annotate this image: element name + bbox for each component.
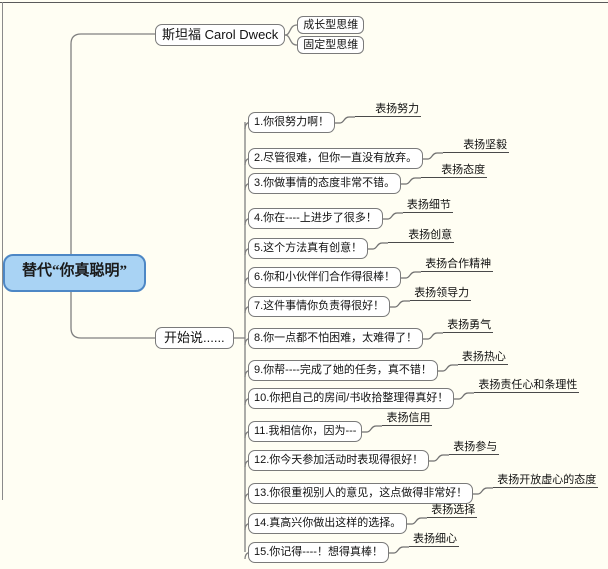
topic-item-7[interactable]: 7.这件事情你负责得很好！ (248, 296, 391, 317)
praise-tag-2[interactable]: 表扬坚毅 (443, 138, 510, 153)
tag-connector-line (362, 425, 383, 433)
tag-connector-line (454, 392, 475, 400)
topic-carol-dweck[interactable]: 斯坦福 Carol Dweck (155, 24, 286, 46)
topic-item-1[interactable]: 1.你很努力啊！ (248, 112, 336, 133)
topic-item-13[interactable]: 13.你很重视别人的意见，这点做得非常好！ (248, 483, 474, 504)
praise-tag-7[interactable]: 表扬领导力 (410, 286, 472, 301)
item-row: 4.你在----上进步了很多！ 表扬细节 (248, 199, 453, 229)
item-row: 13.你很重视别人的意见，这点做得非常好！ 表扬开放虚心的态度 (248, 474, 599, 504)
frame-left-border (2, 2, 3, 500)
tag-connector-line (382, 212, 403, 220)
tag-connector-line (390, 300, 411, 308)
tag-connector-line (388, 546, 409, 554)
item-row: 10.你把自己的房间/书收拾整理得真好！ 表扬责任心和条理性 (248, 379, 580, 409)
praise-tag-13[interactable]: 表扬开放虚心的态度 (493, 473, 599, 488)
item-row: 7.这件事情你负责得很好！ 表扬领导力 (248, 287, 472, 317)
item-row: 3.你做事情的态度非常不错。 表扬态度 (248, 164, 488, 194)
praise-tag-1[interactable]: 表扬努力 (355, 102, 422, 117)
praise-tag-6[interactable]: 表扬合作精神 (421, 257, 494, 272)
item-row: 5.这个方法真有创意！ 表扬创意 (248, 229, 455, 259)
praise-tag-15[interactable]: 表扬细心 (408, 532, 459, 547)
tag-connector-line (401, 271, 422, 279)
item-row: 2.尽管很难，但你一直没有放弃。 表扬坚毅 (248, 139, 510, 169)
topic-item-9[interactable]: 9.你帮----完成了她的任务，真不错！ (248, 360, 438, 381)
tag-connector-line (423, 332, 444, 340)
praise-tag-12[interactable]: 表扬参与 (449, 440, 500, 455)
dweck-bracket-line (285, 24, 298, 46)
branch-line-dweck (70, 33, 157, 254)
topic-item-2[interactable]: 2.尽管很难，但你一直没有放弃。 (248, 148, 424, 169)
topic-item-4[interactable]: 4.你在----上进步了很多！ (248, 208, 383, 229)
praise-tag-4[interactable]: 表扬细节 (402, 198, 453, 213)
frame-top-border (0, 2, 608, 3)
topic-item-3[interactable]: 3.你做事情的态度非常不错。 (248, 173, 402, 194)
topic-item-14[interactable]: 14.真高兴你做出这样的选择。 (248, 513, 408, 534)
item-row: 11.我相信你，因为--- 表扬信用 (248, 412, 433, 442)
tag-connector-line (401, 177, 422, 185)
topic-item-10[interactable]: 10.你把自己的房间/书收拾整理得真好！ (248, 388, 455, 409)
item-row: 15.你记得----！想得真棒！ 表扬细心 (248, 533, 459, 563)
item-row: 6.你和小伙伴们合作得很棒！ 表扬合作精神 (248, 258, 494, 288)
praise-tag-3[interactable]: 表扬态度 (421, 163, 488, 178)
dweck-children: 成长型思维 固定型思维 (297, 16, 365, 54)
item-row: 14.真高兴你做出这样的选择。 表扬选择 (248, 504, 478, 534)
topic-item-5[interactable]: 5.这个方法真有创意！ (248, 238, 369, 259)
tag-connector-line (423, 152, 444, 160)
topic-item-8[interactable]: 8.你一点都不怕困难，太难得了！ (248, 328, 424, 349)
item-row: 8.你一点都不怕困难，太难得了！ 表扬勇气 (248, 319, 494, 349)
tag-connector-line (473, 487, 494, 495)
praise-tag-14[interactable]: 表扬选择 (427, 503, 478, 518)
praise-tag-5[interactable]: 表扬创意 (388, 228, 455, 243)
root-topic[interactable]: 替代“你真聪明” (3, 254, 146, 292)
item-row: 1.你很努力啊！ 表扬努力 (248, 103, 422, 133)
topic-start-say[interactable]: 开始说...... (155, 327, 234, 349)
tag-connector-line (407, 517, 428, 525)
praise-tag-10[interactable]: 表扬责任心和条理性 (474, 378, 580, 393)
praise-tag-9[interactable]: 表扬热心 (457, 350, 508, 365)
item-row: 12.你今天参加活动时表现得很好！ 表扬参与 (248, 441, 500, 471)
praise-tag-11[interactable]: 表扬信用 (382, 411, 433, 426)
praise-tag-8[interactable]: 表扬勇气 (443, 318, 494, 333)
item-row: 9.你帮----完成了她的任务，真不错！ 表扬热心 (248, 351, 508, 381)
tag-connector-line (429, 454, 450, 462)
branch-line-start (70, 288, 157, 339)
branch-dweck: 斯坦福 Carol Dweck 成长型思维 固定型思维 (155, 16, 365, 54)
topic-item-6[interactable]: 6.你和小伙伴们合作得很棒！ (248, 267, 402, 288)
topic-item-15[interactable]: 15.你记得----！想得真棒！ (248, 542, 389, 563)
topic-fixed-mindset[interactable]: 固定型思维 (297, 36, 365, 54)
topic-item-11[interactable]: 11.我相信你，因为--- (248, 421, 363, 442)
tag-connector-line (335, 116, 356, 124)
topic-item-12[interactable]: 12.你今天参加活动时表现得很好！ (248, 450, 430, 471)
tag-connector-line (437, 364, 458, 372)
topic-growth-mindset[interactable]: 成长型思维 (297, 16, 365, 34)
tag-connector-line (368, 242, 389, 250)
